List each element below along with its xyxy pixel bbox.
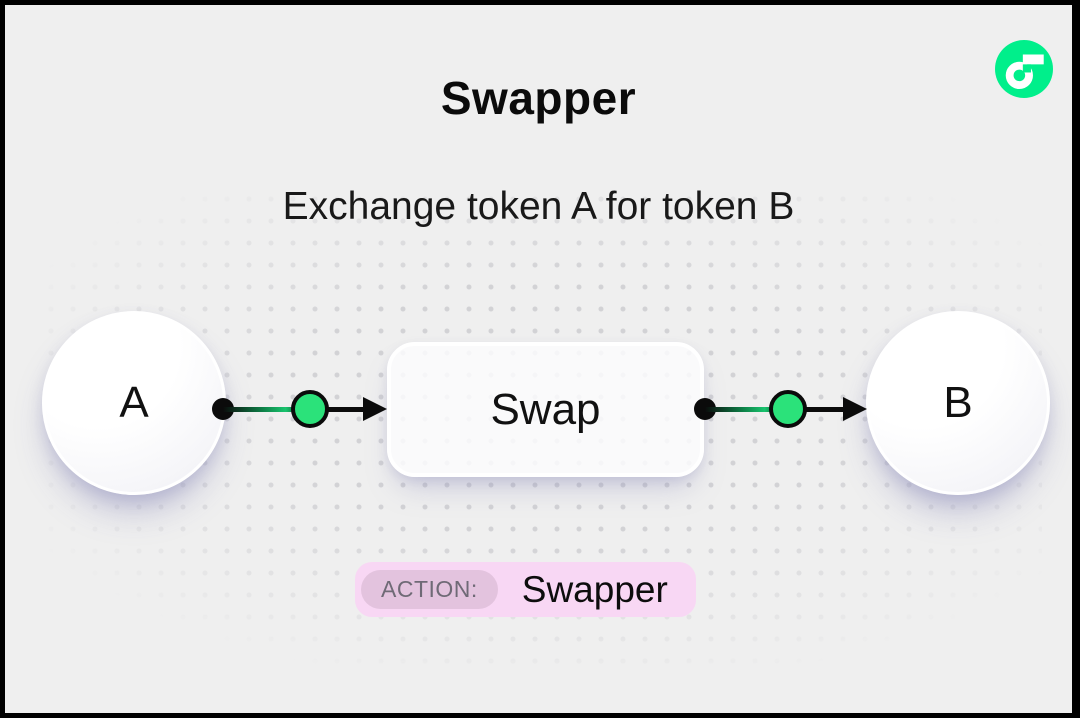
- swap-process-label: Swap: [490, 384, 601, 434]
- action-badge-value: Swapper: [521, 568, 668, 610]
- arrowhead-icon: [363, 397, 387, 421]
- action-badge-label: ACTION:: [361, 570, 498, 609]
- page-title: Swapper: [440, 72, 637, 124]
- arrowhead-icon: [843, 397, 867, 421]
- token-node-b: B: [866, 311, 1050, 495]
- edge-port-green: [291, 390, 329, 428]
- token-node-a: A: [42, 311, 226, 495]
- page-subtitle: Exchange token A for token B: [282, 185, 795, 228]
- edge-line: [705, 407, 788, 412]
- token-node-a-label: A: [119, 378, 149, 427]
- token-node-b-label: B: [943, 378, 973, 427]
- edge-line: [788, 407, 843, 412]
- edge-line: [310, 407, 365, 412]
- edge-line: [223, 407, 310, 412]
- flow-logo-icon: [995, 40, 1053, 98]
- action-badge: ACTION: Swapper: [355, 562, 696, 617]
- edge-port-green: [769, 390, 807, 428]
- swap-process-node: Swap: [387, 342, 704, 477]
